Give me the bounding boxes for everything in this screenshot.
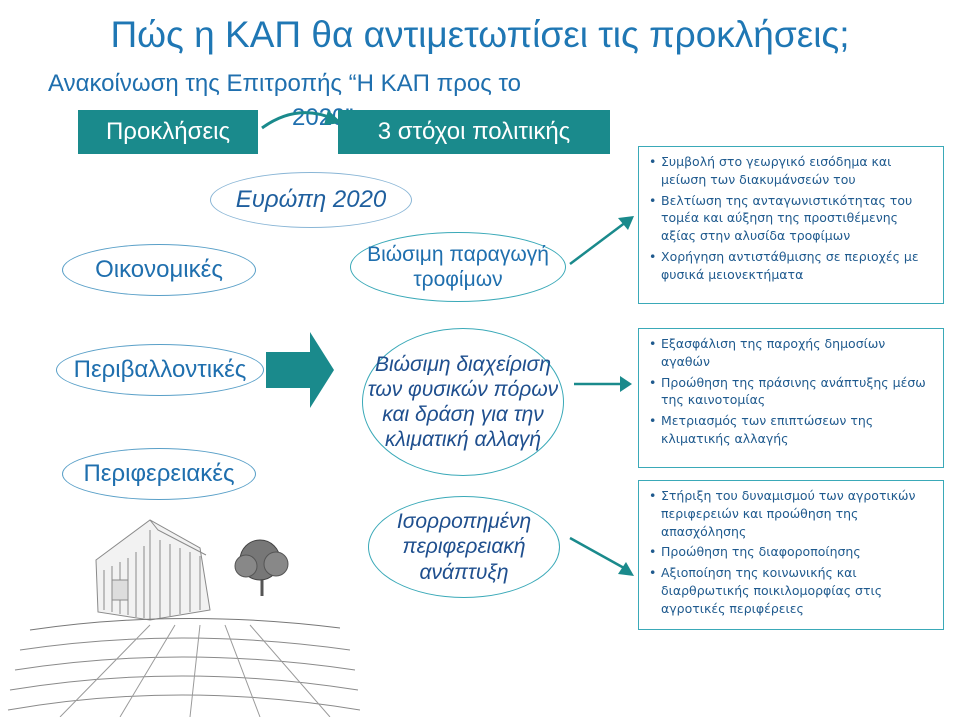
goal-label: Βιώσιμη παραγωγή τροφίμων [367,242,549,291]
page-title: Πώς η ΚΑΠ θα αντιμετωπίσει τις προκλήσει… [110,14,850,55]
objectives-box-1: Συμβολή στο γεωργικό εισόδημα και μείωση… [638,146,944,304]
small-arrow-icon [569,536,634,576]
challenge-environmental: Περιβαλλοντικές [56,344,264,396]
goal-natural-resources: Βιώσιμη διαχείριση των φυσικών πόρων και… [362,328,564,476]
objective-item: Μετριασμός των επιπτώσεων της κλιματικής… [649,412,933,448]
objective-item: Εξασφάλιση της παροχής δημοσίων αγαθών [649,335,933,371]
subtitle: Ανακοίνωση της Επιτροπής “Η ΚΑΠ προς το [48,70,521,97]
objective-item: Στήριξη του δυναμισμού των αγροτικών περ… [649,487,933,540]
goals-header: 3 στόχοι πολιτικής [338,110,610,154]
small-arrow-icon [569,216,634,265]
objectives-box-3: Στήριξη του δυναμισμού των αγροτικών περ… [638,480,944,630]
challenge-regional: Περιφερειακές [62,448,256,500]
objective-item: Προώθηση της διαφοροποίησης [649,543,933,561]
big-right-arrow-icon [266,332,334,408]
europe-2020-badge: Ευρώπη 2020 [210,172,412,228]
objective-item: Χορήγηση αντιστάθμισης σε περιοχές με φυ… [649,248,933,284]
objective-item: Συμβολή στο γεωργικό εισόδημα και μείωση… [649,153,933,189]
challenge-label: Οικονομικές [95,256,223,283]
objectives-box-2: Εξασφάλιση της παροχής δημοσίων αγαθών Π… [638,328,944,468]
objective-item: Προώθηση της πράσινης ανάπτυξης μέσω της… [649,374,933,410]
challenge-label: Περιβαλλοντικές [73,356,247,383]
challenge-label: Περιφερειακές [83,460,235,487]
goal-food-production: Βιώσιμη παραγωγή τροφίμων [350,232,566,302]
challenges-header-label: Προκλήσεις [105,118,231,145]
challenge-economic: Οικονομικές [62,244,256,296]
goal-label: Ισορροπημένη περιφερειακή ανάπτυξη [396,510,532,584]
objective-item: Αξιοποίηση της κοινωνικής και διαρθρωτικ… [649,564,933,617]
goals-header-label: 3 στόχοι πολιτικής [377,118,571,145]
europe-2020-label: Ευρώπη 2020 [235,186,387,213]
small-arrow-icon [574,376,632,392]
challenges-header: Προκλήσεις [78,110,258,154]
objective-item: Βελτίωση της ανταγωνιστικότητας του τομέ… [649,192,933,245]
farm-illustration-icon [7,519,360,717]
goal-regional-development: Ισορροπημένη περιφερειακή ανάπτυξη [368,496,560,598]
goal-label: Βιώσιμη διαχείριση των φυσικών πόρων και… [367,352,559,452]
curved-arrow-icon [261,110,342,130]
